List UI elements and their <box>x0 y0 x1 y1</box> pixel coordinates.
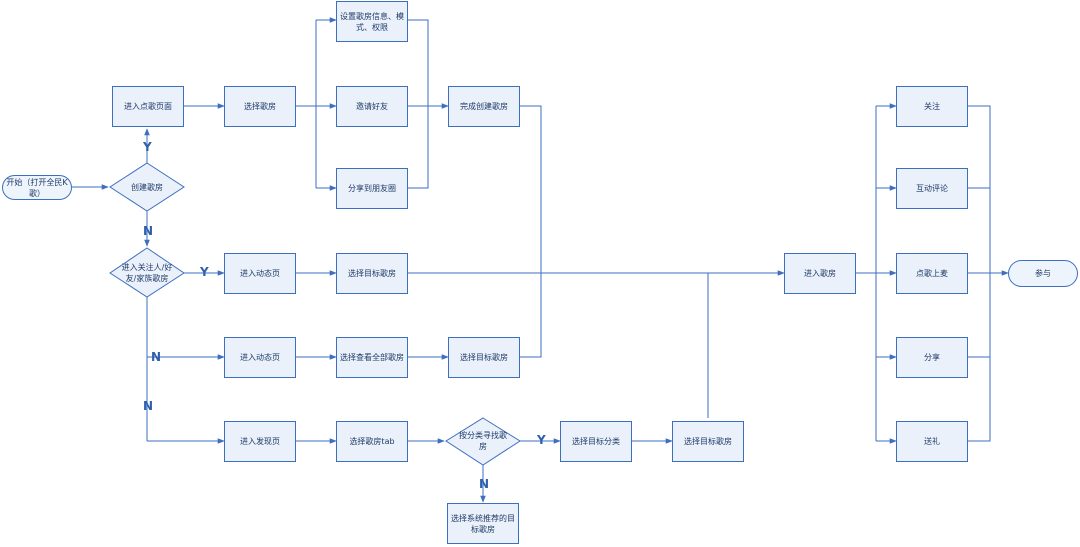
set-room-info-node: 设置歌房信息、模式、权限 <box>336 1 408 42</box>
invite-friends-node: 邀请好友 <box>336 86 408 127</box>
select-target-room-node-3: 选择目标歌房 <box>672 421 744 462</box>
finish-create-node: 完成创建歌房 <box>448 86 520 127</box>
label-y-follow: Y <box>200 265 209 279</box>
create-room-text: 创建歌房 <box>131 182 163 192</box>
create-room-diamond-label: 创建歌房 <box>112 177 182 197</box>
participate-node: 参与 <box>1008 260 1078 287</box>
enter-room-node: 进入歌房 <box>784 253 856 294</box>
enter-song-page-node: 进入点歌页面 <box>112 86 184 127</box>
choose-room-node: 选择歌房 <box>224 86 296 127</box>
label-n-category: N <box>479 477 490 491</box>
view-all-rooms-node: 选择查看全部歌房 <box>336 337 408 378</box>
gift-node: 送礼 <box>896 421 968 462</box>
enter-feed-node-2: 进入动态页 <box>224 337 296 378</box>
follow-room-text: 进入关注人/好友/家族歌房 <box>121 263 173 283</box>
edge-finish-main <box>520 105 542 273</box>
select-target-room-node-2: 选择目标歌房 <box>448 337 520 378</box>
system-recommend-node: 选择系统推荐的目标歌房 <box>447 503 519 544</box>
label-y-create: Y <box>143 140 152 154</box>
category-diamond-label: 按分类寻找歌房 <box>456 430 510 452</box>
label-n-feed2: N <box>151 350 162 364</box>
select-category-node: 选择目标分类 <box>560 421 632 462</box>
label-n-create: N <box>143 224 154 238</box>
edge-target2-main <box>520 273 542 358</box>
comment-node: 互动评论 <box>896 168 968 209</box>
request-mic-node: 点歌上麦 <box>896 253 968 294</box>
follow-room-diamond-label: 进入关注人/好友/家族歌房 <box>117 262 177 284</box>
room-tab-node: 选择歌房tab <box>336 421 408 462</box>
category-text: 按分类寻找歌房 <box>459 431 507 451</box>
enter-feed-node-1: 进入动态页 <box>224 253 296 294</box>
share-node: 分享 <box>896 337 968 378</box>
share-moments-node: 分享到朋友圈 <box>336 168 408 209</box>
start-node: 开始（打开全民K歌） <box>2 175 72 200</box>
label-n-discover: N <box>143 399 154 413</box>
edge-set-merge <box>408 19 429 189</box>
follow-node: 关注 <box>896 86 968 127</box>
create-room-diamond <box>109 162 185 212</box>
enter-discover-node: 进入发现页 <box>224 421 296 462</box>
select-target-room-node-1: 选择目标歌房 <box>336 253 408 294</box>
category-diamond <box>445 417 521 466</box>
follow-room-diamond <box>109 247 185 298</box>
label-y-category: Y <box>537 433 546 447</box>
